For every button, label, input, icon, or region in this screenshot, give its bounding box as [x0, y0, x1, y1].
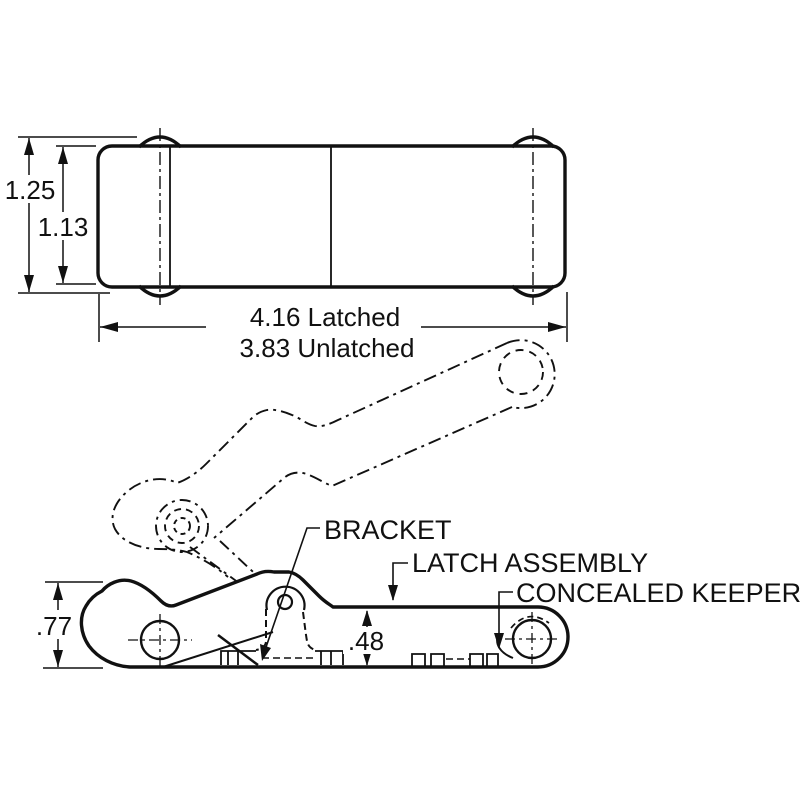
- leader-arrowhead: [260, 644, 271, 661]
- arrowhead-up: [362, 610, 372, 626]
- phantom-handle-upper-edge: [111, 342, 508, 578]
- dim-text-1-25: 1.25: [5, 175, 56, 205]
- hook-inner-edge: [217, 634, 259, 666]
- ear-bump-top-left: [137, 135, 183, 149]
- dim-text-48: .48: [348, 626, 384, 656]
- callout-concealed-keeper: CONCEALED KEEPER: [494, 578, 800, 649]
- latch-side-outline: [79, 569, 570, 669]
- phantom-pivot-outer: [155, 499, 209, 553]
- arrowhead-right: [548, 322, 566, 332]
- label-latch-assembly: LATCH ASSEMBLY: [412, 548, 648, 578]
- label-bracket: BRACKET: [324, 515, 452, 545]
- dim-1-25: 1.25: [1, 136, 137, 294]
- ear-bump-top-right: [510, 135, 556, 149]
- keeper-hidden-arc: [510, 615, 550, 629]
- callout-latch-assembly: LATCH ASSEMBLY: [388, 548, 648, 601]
- top-view: [96, 128, 567, 305]
- dim-1-13: 1.13: [34, 145, 96, 285]
- dim-text-bg: [34, 212, 92, 240]
- phantom-handle-hole: [498, 349, 544, 395]
- arrowhead-up: [24, 138, 34, 155]
- leader-arrowhead: [494, 633, 504, 649]
- lever-inner-edge: [162, 631, 274, 668]
- dim-48: .48: [343, 610, 389, 666]
- phantom-pivot-mid: [164, 508, 200, 544]
- dim-length: 4.16 Latched 3.83 Unlatched: [98, 292, 568, 363]
- ear-bump-bottom-right: [510, 284, 556, 298]
- dim-text-bg: [343, 627, 389, 654]
- arrowhead-up: [58, 147, 68, 164]
- phantom-link-line-1: [189, 546, 263, 601]
- arrowhead-down: [24, 275, 34, 292]
- dim-text-bg: [30, 610, 78, 639]
- leader-line: [498, 591, 513, 648]
- arrowhead-up: [53, 583, 63, 600]
- bracket-foot-left: [220, 650, 256, 665]
- dim-text-1-13: 1.13: [38, 212, 89, 242]
- dim-text-latched: 4.16 Latched: [250, 302, 400, 332]
- side-view: [79, 569, 570, 669]
- phantom-handle-lower-edge: [213, 406, 513, 539]
- callout-labels: BRACKET LATCH ASSEMBLY CONCEALED KEEPER: [260, 515, 800, 661]
- dim-text-bg: [1, 175, 59, 203]
- arrowhead-down: [58, 266, 68, 283]
- label-concealed-keeper: CONCEALED KEEPER: [516, 578, 800, 608]
- ear-bump-bottom-left: [137, 284, 183, 298]
- pivot-rivet: [276, 593, 294, 611]
- dimensions: 1.25 1.13 4.16 Latched 3.83 Unlatched: [1, 136, 568, 669]
- leader-line: [263, 527, 320, 654]
- arrowhead-down: [53, 650, 63, 667]
- callout-bracket: BRACKET: [260, 515, 452, 661]
- phantom-handle-end-arc: [506, 339, 556, 410]
- dim-text-unlatched: 3.83 Unlatched: [240, 333, 415, 363]
- bracket-hidden-right-edge: [302, 611, 317, 651]
- phantom-pivot-inner: [173, 517, 191, 535]
- dim-77: .77: [30, 581, 103, 669]
- keeper-hidden-tabs: [411, 653, 499, 666]
- leader-arrowhead: [388, 585, 398, 601]
- phantom-open-view: [111, 339, 556, 601]
- arrowhead-left: [100, 322, 118, 332]
- bracket-top-arc: [265, 585, 306, 611]
- dim-text-77: .77: [36, 611, 72, 641]
- leader-line: [392, 562, 408, 600]
